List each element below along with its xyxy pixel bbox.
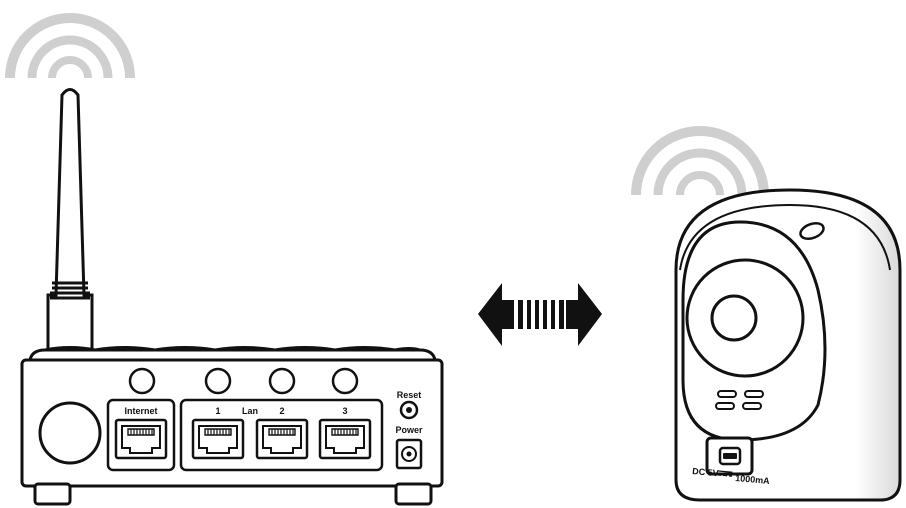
lan-port-2-icon — [257, 420, 307, 458]
router-power-button-icon — [40, 403, 100, 463]
ip-camera: DC 5V 1000mA — [676, 190, 900, 500]
router-antenna — [48, 90, 92, 356]
lan-port-1-icon — [193, 420, 243, 458]
lan-port-2-label: 2 — [279, 406, 284, 416]
camera-wifi-signal-icon — [636, 131, 764, 195]
router-led-lan3-icon — [333, 369, 357, 393]
lan-port-1-label: 1 — [215, 406, 220, 416]
router-led-internet-icon — [130, 369, 154, 393]
router-led-lan1-icon — [206, 369, 230, 393]
internet-port-label: Internet — [124, 406, 157, 416]
router-wifi-signal-icon — [10, 18, 130, 78]
router: Internet 1 Lan 2 3 Reset Power — [22, 348, 442, 505]
lan-port-3-label: 3 — [342, 406, 347, 416]
camera-lens-icon — [712, 296, 756, 340]
lan-group-label: Lan — [242, 406, 258, 416]
lan-port-3-icon — [320, 420, 370, 458]
internet-port-icon — [116, 420, 166, 458]
bidirectional-arrow-icon — [478, 283, 602, 346]
router-led-lan2-icon — [270, 369, 294, 393]
reset-label: Reset — [397, 390, 422, 400]
power-label: Power — [395, 425, 423, 435]
